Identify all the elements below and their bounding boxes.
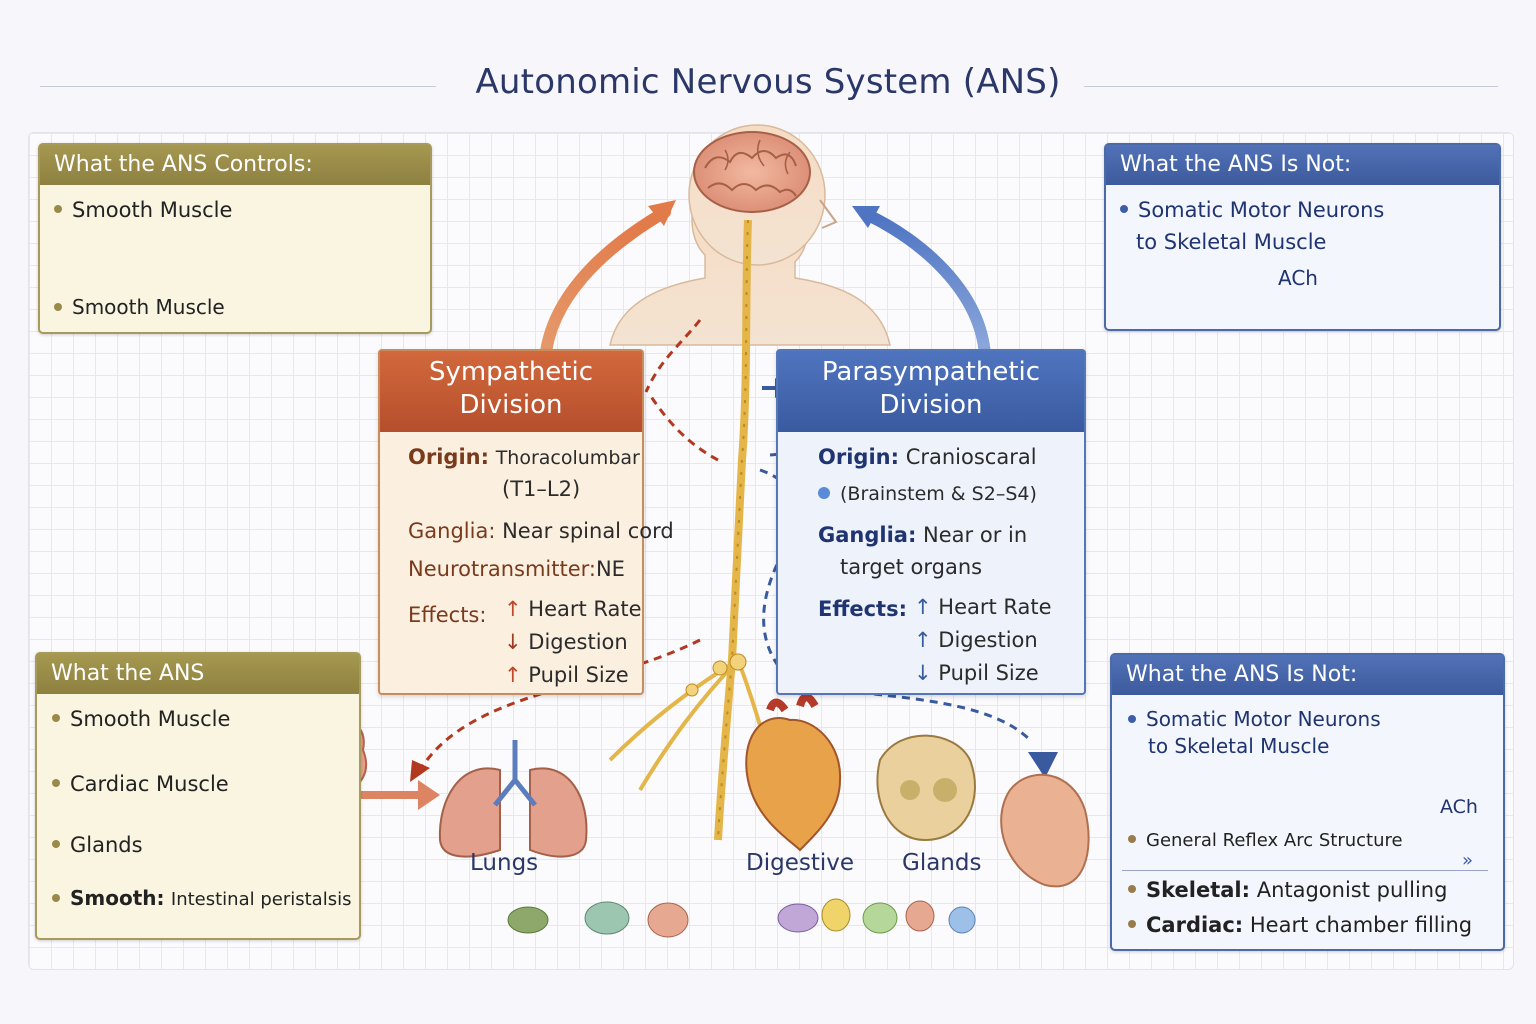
spinal-cord xyxy=(608,219,782,841)
parasympathetic-origin: Origin: Cranioscaral xyxy=(818,445,1037,469)
ans-box-bottom-left: What the ANS xyxy=(35,652,361,940)
ach-label-bottom: ACh xyxy=(1440,796,1478,818)
parasympathetic-effect-heart-rate: ↑ Heart Rate xyxy=(914,595,1052,619)
bottom-left-item-3: Glands xyxy=(52,833,143,857)
parasympathetic-effect-digestion: ↑ Digestion xyxy=(914,628,1038,652)
ans-controls-box: What the ANS Controls: xyxy=(38,143,432,334)
controls-item-2: Smooth Muscle xyxy=(54,295,225,319)
reflex-arc-item: General Reflex Arc Structure xyxy=(1128,830,1403,851)
ach-label-top: ACh xyxy=(1278,266,1318,290)
glands-illustration xyxy=(876,734,976,842)
bullet-icon xyxy=(52,779,60,787)
parasympathetic-effect-pupil-size: ↓ Pupil Size xyxy=(914,661,1039,685)
sympathetic-header: Sympathetic Division xyxy=(380,351,642,432)
lungs-illustration xyxy=(438,740,588,858)
sympathetic-origin-range: (T1–L2) xyxy=(502,477,581,501)
parasympathetic-flow-arrow xyxy=(862,209,991,361)
sympathetic-arrowhead xyxy=(648,200,676,226)
bullet-icon xyxy=(1120,205,1128,213)
ans-box-bottom-left-header: What the ANS xyxy=(37,654,359,694)
parasympathetic-arrowhead xyxy=(852,206,880,228)
sympathetic-effects-label: Effects: xyxy=(408,603,487,627)
ans-not-box-bottom: What the ANS Is Not: xyxy=(1110,653,1505,951)
not-bottom-item-line2: to Skeletal Muscle xyxy=(1148,734,1330,758)
ans-controls-header: What the ANS Controls: xyxy=(40,145,430,185)
glands-label: Glands xyxy=(902,850,982,876)
ans-not-header-top: What the ANS Is Not: xyxy=(1106,145,1499,185)
bullet-icon xyxy=(54,205,62,213)
bottom-organs-parasympathetic xyxy=(777,898,976,934)
arrow-up-icon: ↑ xyxy=(914,595,932,619)
ans-not-header-bottom: What the ANS Is Not: xyxy=(1112,655,1503,695)
sympathetic-nerve-path xyxy=(418,638,701,771)
ans-not-box-top: What the ANS Is Not: xyxy=(1104,143,1501,331)
not-top-item-line1: Somatic Motor Neurons xyxy=(1120,198,1384,222)
sympathetic-neurotransmitter: Neurotransmitter:NE xyxy=(408,557,625,581)
bottom-left-item-4: Smooth: Intestinal peristalsis xyxy=(52,886,351,910)
divider xyxy=(1122,870,1488,871)
bullet-icon xyxy=(54,302,62,311)
bottom-left-item-1: Smooth Muscle xyxy=(52,707,230,731)
sympathetic-effect-pupil-size: ↑ Pupil Size xyxy=(504,663,629,687)
skeletal-item: Skeletal: Antagonist pulling xyxy=(1128,878,1447,902)
bottom-left-item-2: Cardiac Muscle xyxy=(52,772,229,796)
parasympathetic-nerve-path xyxy=(762,539,1032,742)
parasympathetic-origin-range: (Brainstem & S2–S4) xyxy=(818,483,1037,505)
digestive-label: Digestive xyxy=(746,850,855,876)
stomach-illustration xyxy=(1000,773,1090,888)
not-bottom-item-line1: Somatic Motor Neurons xyxy=(1128,707,1381,731)
sympathetic-division-card: Sympathetic Division Origin: Thoracolumb… xyxy=(378,349,674,695)
page-title: Autonomic Nervous System (ANS) xyxy=(475,62,1061,102)
cardiac-item: Cardiac: Heart chamber filling xyxy=(1128,913,1472,937)
sympathetic-flow-arrow xyxy=(539,206,671,366)
sympathetic-ganglia: Ganglia: Near spinal cord xyxy=(408,519,674,543)
parasympathetic-header: Parasympathetic Division xyxy=(778,351,1084,432)
controls-item-1: Smooth Muscle xyxy=(54,198,232,222)
parasympathetic-effects-label: Effects: xyxy=(818,597,907,621)
parasympathetic-division-card: Parasympathetic Division Origin: Cranios… xyxy=(776,349,1086,695)
double-arrow-icon: » xyxy=(1462,850,1474,871)
lungs-label: Lungs xyxy=(470,850,539,876)
sympathetic-effect-heart-rate: ↑ Heart Rate xyxy=(504,597,642,621)
arrow-up-icon: ↑ xyxy=(504,597,522,621)
brain-illustration xyxy=(693,131,811,213)
arrow-down-icon: ↓ xyxy=(914,661,932,685)
bullet-icon xyxy=(1128,835,1136,843)
not-top-item-line2: to Skeletal Muscle xyxy=(1136,230,1327,254)
arrow-down-icon: ↓ xyxy=(504,630,522,654)
arrow-up-icon: ↑ xyxy=(504,663,522,687)
title-rule-left xyxy=(40,86,436,87)
heart-illustration xyxy=(745,693,842,852)
title-rule-right xyxy=(1084,86,1498,87)
sympathetic-origin: Origin: Thoracolumbar xyxy=(408,445,640,469)
bullet-icon xyxy=(52,840,60,848)
bullet-icon xyxy=(1128,885,1136,893)
bullet-icon xyxy=(1128,920,1136,928)
parasympathetic-ganglia-detail: target organs xyxy=(840,555,983,579)
bullet-icon xyxy=(1128,714,1136,723)
sympathetic-effect-digestion: ↓ Digestion xyxy=(504,630,628,654)
bullet-icon xyxy=(52,893,60,902)
arrow-up-icon: ↑ xyxy=(914,628,932,652)
bullet-icon xyxy=(52,714,60,722)
bottom-organs-sympathetic xyxy=(507,901,689,938)
bullet-icon xyxy=(818,486,830,499)
parasympathetic-ganglia: Ganglia: Near or in xyxy=(818,523,1028,547)
